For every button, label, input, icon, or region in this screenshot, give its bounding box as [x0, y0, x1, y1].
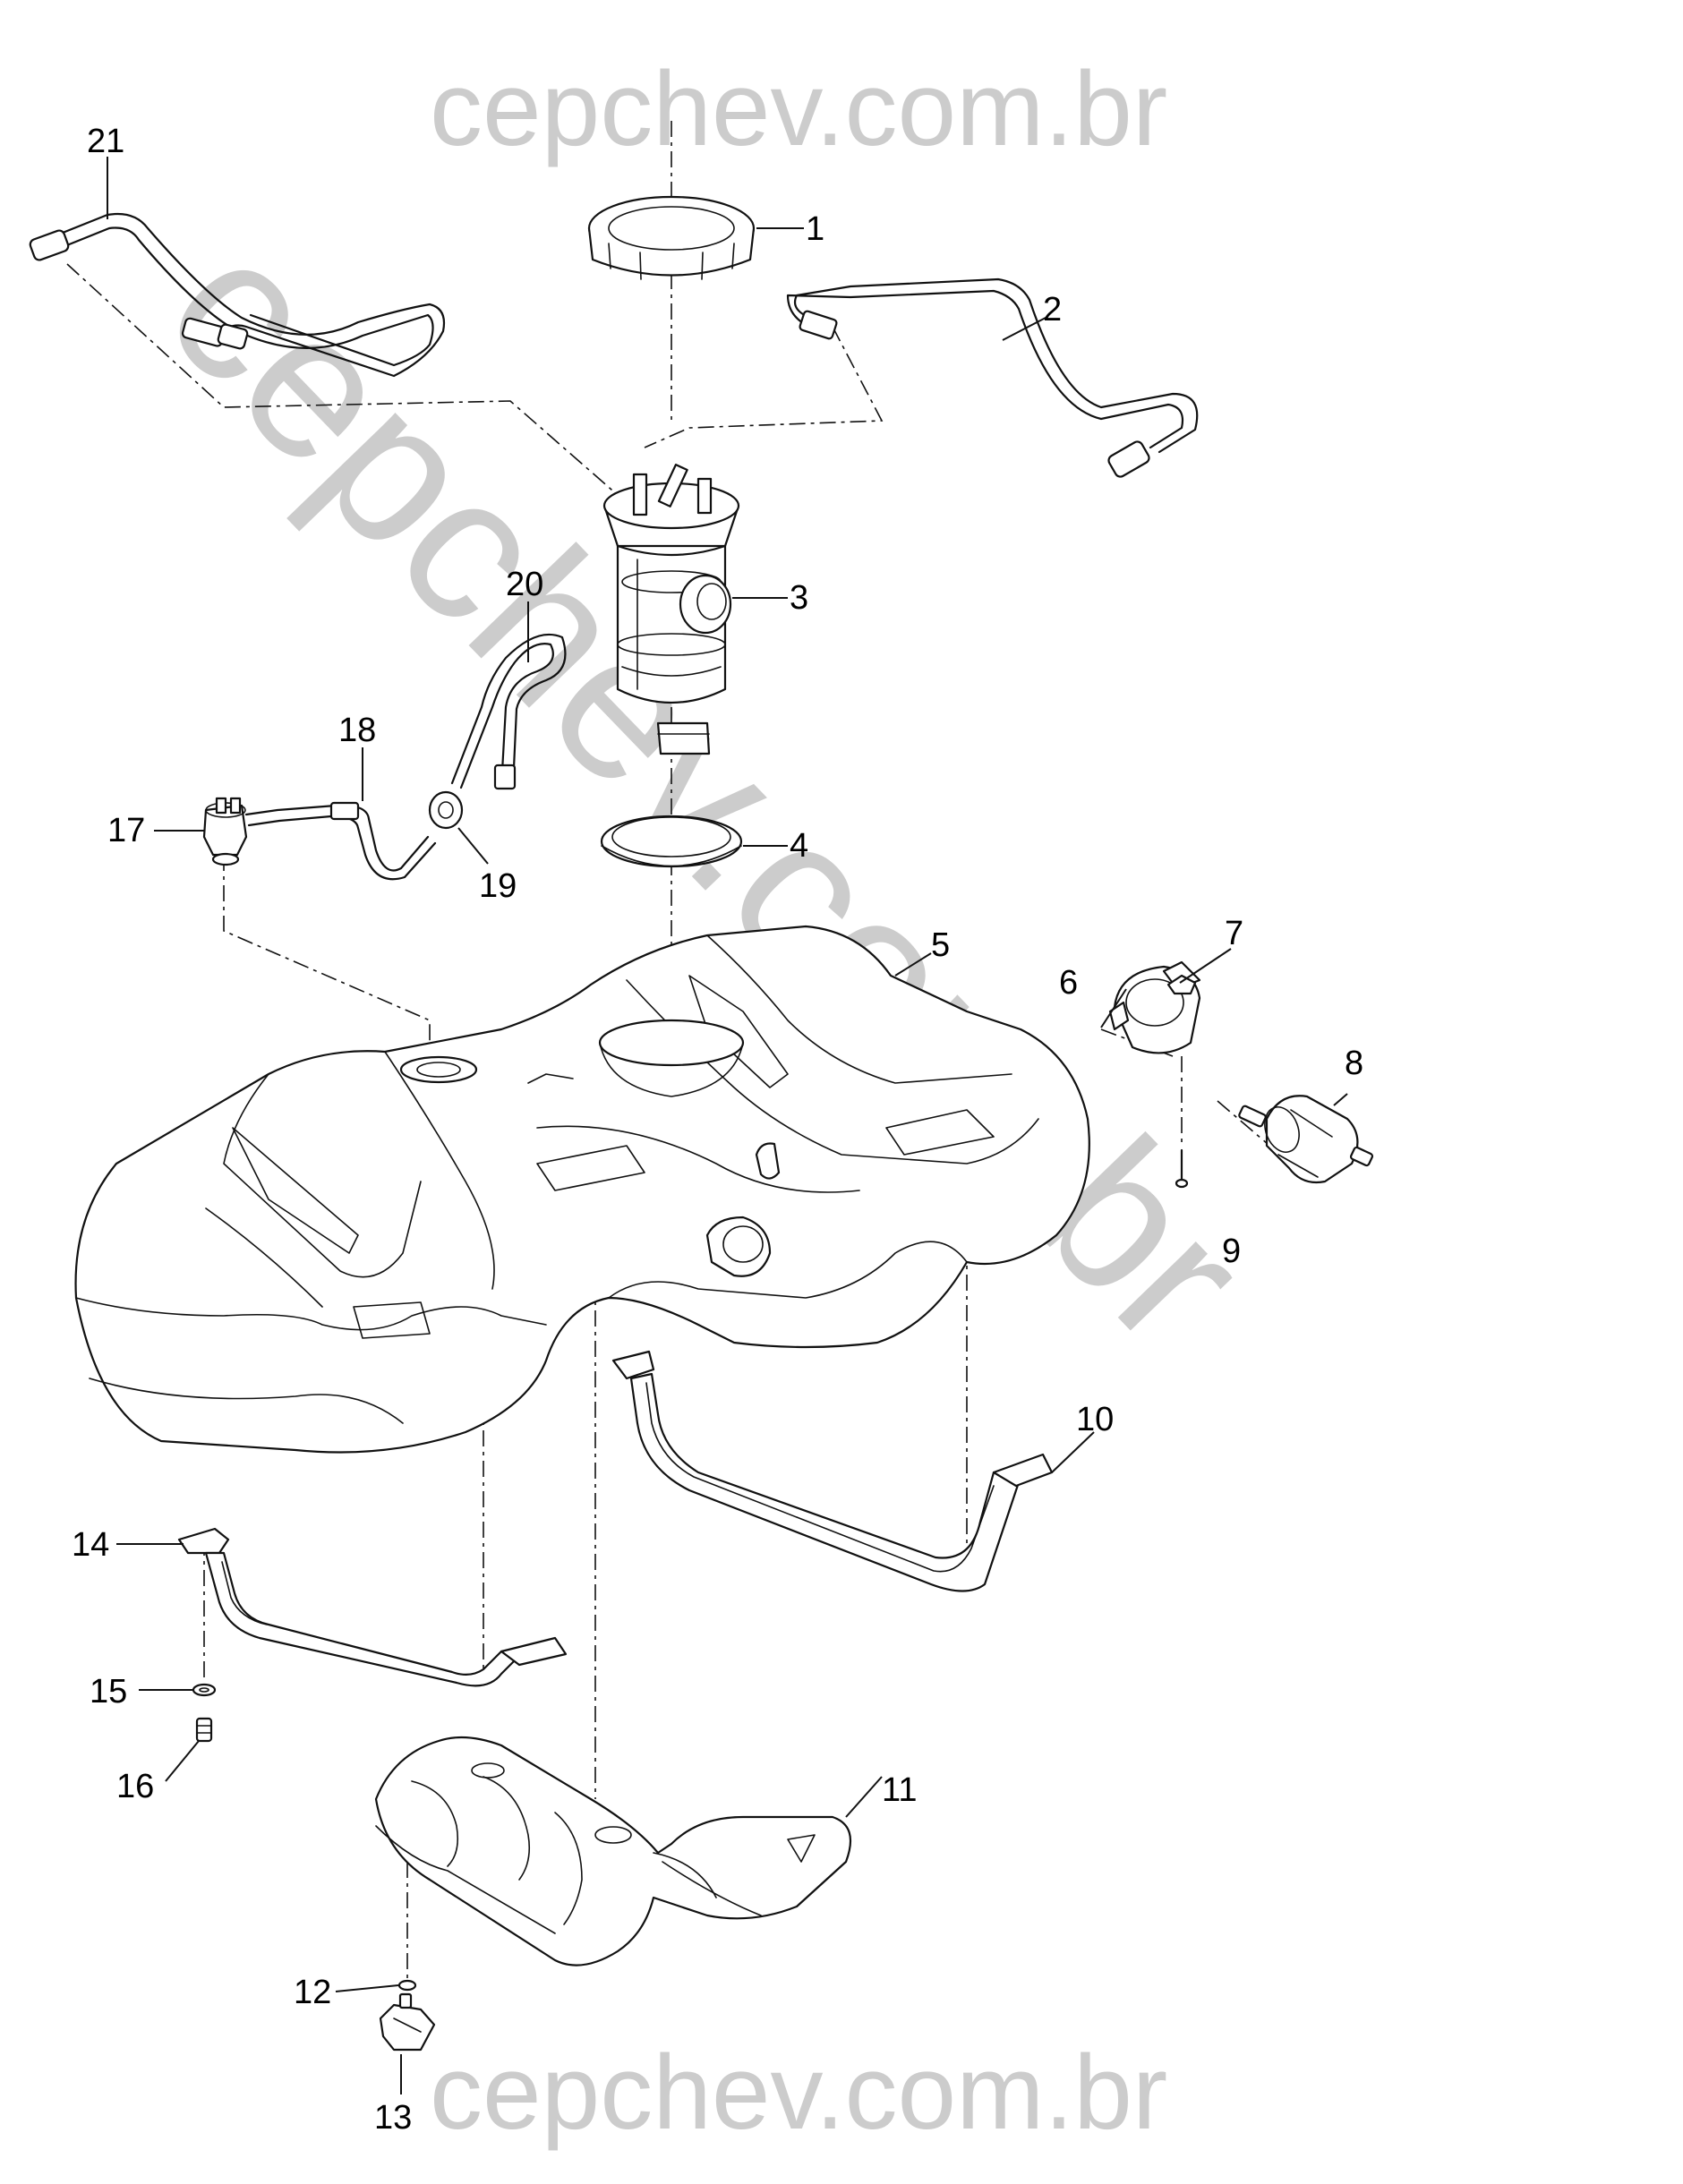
strap-washer[interactable] [192, 1683, 217, 1697]
callout-3: 3 [790, 579, 808, 617]
lock-ring[interactable] [587, 195, 756, 280]
callout-10: 10 [1076, 1401, 1114, 1438]
callout-15: 15 [90, 1673, 127, 1711]
callout-7: 7 [1225, 915, 1243, 952]
fuel-tank[interactable] [74, 925, 1090, 1454]
callout-numbers: 1 2 3 4 5 6 7 8 9 10 11 12 13 14 15 16 1… [72, 123, 1363, 2137]
heat-shield[interactable] [374, 1736, 852, 1966]
assembly-center-lines [66, 121, 1281, 1978]
roll-over-valve[interactable] [202, 797, 248, 866]
shield-clip[interactable] [379, 1992, 436, 2052]
callout-11: 11 [882, 1771, 917, 1809]
vapour-pipe[interactable] [29, 212, 446, 378]
callout-1: 1 [806, 210, 824, 248]
tank-strap-right[interactable] [611, 1350, 1054, 1592]
callout-21: 21 [87, 123, 124, 160]
seal-ring[interactable] [600, 815, 743, 868]
callout-6: 6 [1059, 964, 1078, 1002]
callout-2: 2 [1043, 291, 1062, 328]
fuel-feed-pipe[interactable] [786, 277, 1199, 479]
callout-12: 12 [294, 1974, 331, 2011]
shield-rivet[interactable] [397, 1979, 417, 1992]
watermark-top: cepchev.com.br [430, 50, 1167, 168]
callout-leaders [107, 157, 1348, 2094]
vent-grommet[interactable] [428, 790, 464, 830]
filter-bracket[interactable] [1108, 960, 1201, 1054]
callout-9: 9 [1222, 1233, 1241, 1270]
center-line-pipe-21 [66, 263, 641, 516]
callout-20: 20 [506, 566, 543, 603]
fuel-filter[interactable] [1238, 1095, 1374, 1184]
center-line-valve-17 [223, 855, 431, 1056]
callout-14: 14 [72, 1526, 109, 1564]
callout-18: 18 [338, 712, 376, 749]
callout-19: 19 [479, 867, 517, 905]
callout-16: 16 [116, 1768, 154, 1805]
callout-17: 17 [107, 812, 145, 849]
vent-hose[interactable] [244, 801, 437, 881]
bracket-screw[interactable] [1175, 1148, 1189, 1189]
callout-4: 4 [790, 827, 808, 865]
fuel-pump-module[interactable] [602, 464, 740, 755]
callout-5: 5 [931, 926, 950, 964]
strap-bolt[interactable] [195, 1717, 213, 1743]
watermark-bottom: cepchev.com.br [430, 2034, 1167, 2152]
tank-strap-left[interactable] [177, 1527, 568, 1687]
vent-tube[interactable] [450, 633, 567, 790]
callout-13: 13 [374, 2099, 412, 2137]
filter-clip[interactable] [1166, 974, 1197, 995]
center-line-pipe-2 [644, 326, 884, 448]
callout-8: 8 [1345, 1045, 1363, 1082]
